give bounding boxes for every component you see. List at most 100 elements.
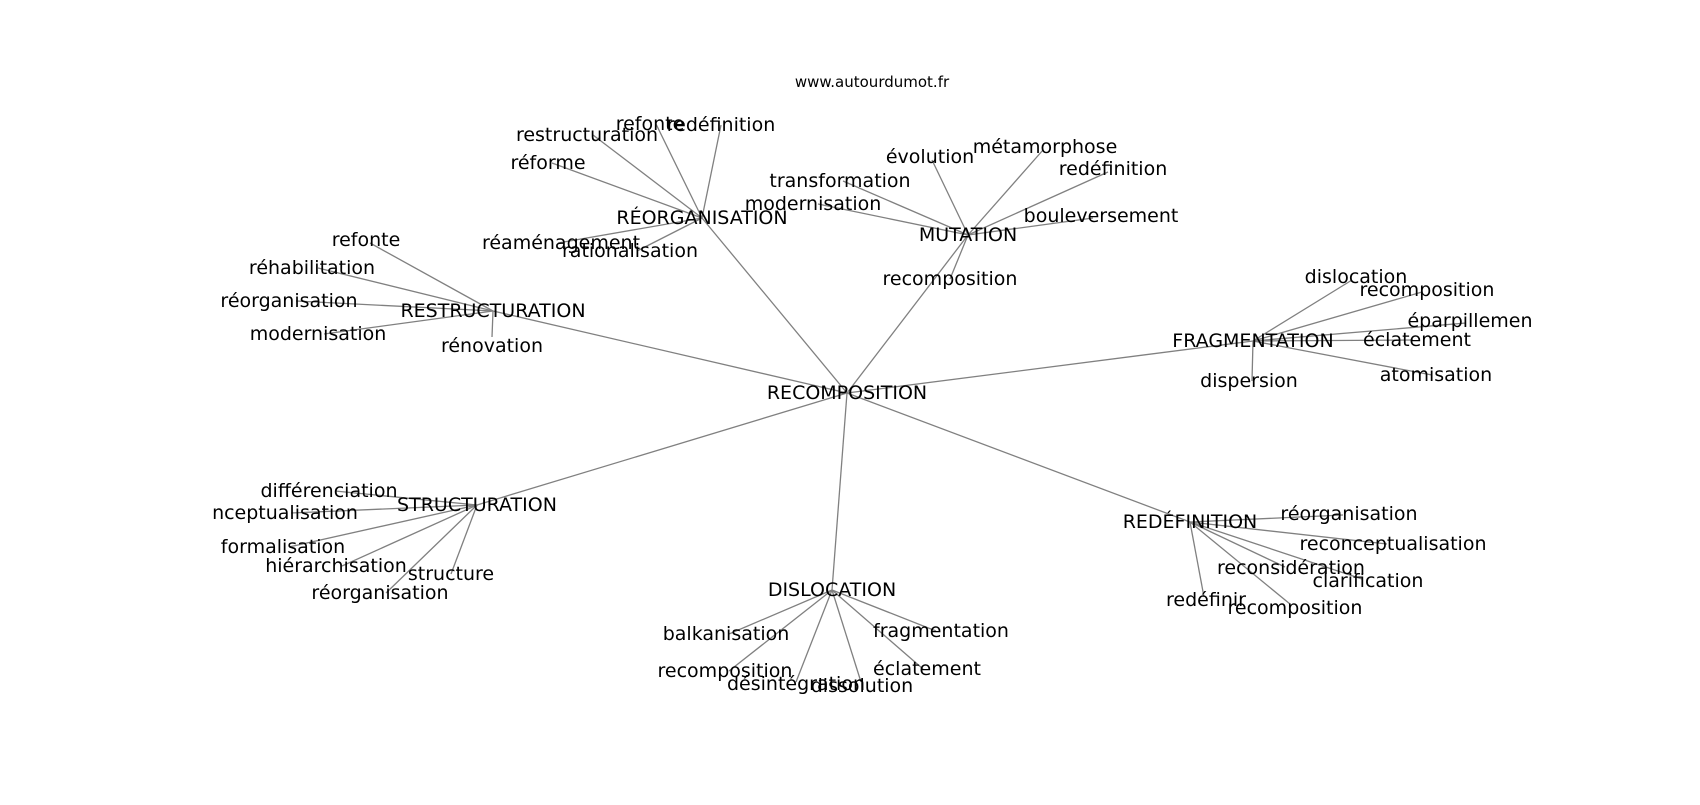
- leaf-word-label[interactable]: réorganisation: [1280, 503, 1417, 525]
- leaf-word-label[interactable]: redéfinir: [1166, 589, 1246, 611]
- edge-redefinition-leaf: [1189, 521, 1205, 598]
- leaf-word-label[interactable]: dislocation: [1305, 266, 1408, 288]
- edge-structuration-leaf: [341, 504, 478, 567]
- edge-reorganisation-leaf: [551, 162, 703, 219]
- edge-restructuration-leaf: [317, 267, 494, 312]
- leaf-word-label[interactable]: bouleversement: [1024, 205, 1179, 227]
- edge-center-reorganisation: [701, 217, 848, 394]
- edge-redefinition-leaf: [1189, 521, 1363, 580]
- edge-reorganisation-leaf: [557, 217, 703, 244]
- hub-node-label-dislocation[interactable]: DISLOCATION: [768, 579, 896, 601]
- leaf-word-label[interactable]: structure: [408, 563, 494, 585]
- edge-structuration-leaf: [334, 490, 478, 506]
- leaf-word-label[interactable]: reconsidération: [1217, 557, 1365, 579]
- labels-layer: RECOMPOSITION RÉORGANISATION restructurati…: [212, 113, 1532, 697]
- leaf-word-label[interactable]: éclatement: [1363, 329, 1471, 351]
- edge-center-dislocation: [831, 392, 848, 591]
- edge-dislocation-leaf: [795, 589, 833, 683]
- leaf-word-label[interactable]: éclatement: [873, 658, 981, 680]
- leaf-word-label[interactable]: éparpillemen: [1407, 310, 1532, 332]
- edge-dislocation-leaf: [728, 589, 833, 672]
- leaf-word-label[interactable]: réhabilitation: [249, 257, 375, 279]
- edge-structuration-leaf: [288, 504, 478, 548]
- hub-node-label-mutation[interactable]: MUTATION: [919, 224, 1017, 246]
- edge-fragmentation-leaf: [1252, 339, 1414, 342]
- edge-mutation-leaf: [967, 217, 1094, 236]
- leaf-word-label[interactable]: dissolution: [811, 675, 913, 697]
- leaf-word-label[interactable]: recomposition: [1228, 597, 1363, 619]
- leaf-word-label[interactable]: évolution: [886, 146, 974, 168]
- edge-restructuration-leaf: [323, 310, 494, 335]
- edges-layer: [288, 123, 1467, 683]
- edge-structuration-leaf: [450, 504, 478, 575]
- edge-mutation-leaf: [931, 159, 969, 236]
- edge-fragmentation-leaf: [1251, 340, 1254, 382]
- leaf-word-label[interactable]: réforme: [510, 152, 585, 174]
- leaf-word-label[interactable]: différenciation: [260, 480, 397, 502]
- site-url[interactable]: www.autourdumot.fr: [795, 73, 950, 91]
- leaf-word-label[interactable]: hiérarchisation: [265, 555, 407, 577]
- hub-node-label-restructuration[interactable]: RESTRUCTURATION: [400, 300, 585, 322]
- edge-mutation-leaf: [967, 171, 1109, 236]
- edge-center-restructuration: [492, 310, 848, 394]
- edge-center-structuration: [476, 392, 848, 506]
- edge-restructuration-leaf: [369, 242, 494, 312]
- leaf-word-label[interactable]: balkanisation: [663, 623, 790, 645]
- edge-dislocation-leaf: [831, 589, 862, 683]
- leaf-word-label[interactable]: fragmentation: [873, 620, 1009, 642]
- edge-reorganisation-leaf: [592, 134, 703, 219]
- leaf-word-label[interactable]: désintégration: [727, 673, 865, 695]
- edge-redefinition-leaf: [1189, 514, 1344, 523]
- leaf-word-label[interactable]: atomisation: [1380, 364, 1492, 386]
- edge-mutation-leaf: [842, 180, 969, 236]
- hub-node-label-fragmentation[interactable]: FRAGMENTATION: [1172, 330, 1333, 352]
- edge-reorganisation-leaf: [655, 123, 703, 219]
- leaf-word-label[interactable]: modernisation: [745, 193, 882, 215]
- leaf-word-label[interactable]: réaménagement: [482, 232, 640, 254]
- edge-mutation-leaf: [967, 149, 1044, 236]
- leaf-word-label[interactable]: recomposition: [883, 268, 1018, 290]
- leaf-word-label[interactable]: nceptualisation: [212, 502, 358, 524]
- leaf-word-label[interactable]: réorganisation: [311, 582, 448, 604]
- edge-dislocation-leaf: [728, 589, 833, 635]
- hub-node-label-structuration[interactable]: STRUCTURATION: [397, 494, 557, 516]
- edge-center-mutation: [846, 234, 969, 394]
- leaf-word-label[interactable]: réorganisation: [220, 290, 357, 312]
- edge-restructuration-leaf: [295, 300, 494, 312]
- leaf-word-label[interactable]: recomposition: [1360, 279, 1495, 301]
- edge-mutation-leaf: [949, 234, 969, 280]
- leaf-word-label[interactable]: transformation: [769, 170, 910, 192]
- leaf-word-label[interactable]: restructuration: [516, 124, 658, 146]
- leaf-word-label[interactable]: redéfinition: [667, 114, 776, 136]
- leaf-word-label[interactable]: clarification: [1313, 570, 1424, 592]
- leaf-word-label[interactable]: formalisation: [221, 536, 345, 558]
- edge-redefinition-leaf: [1189, 521, 1286, 568]
- edge-fragmentation-leaf: [1252, 340, 1433, 376]
- leaf-word-label[interactable]: rénovation: [441, 335, 543, 357]
- edge-redefinition-leaf: [1189, 521, 1291, 605]
- edge-center-fragmentation: [846, 340, 1254, 394]
- leaf-word-label[interactable]: dispersion: [1200, 370, 1298, 392]
- leaf-word-label[interactable]: refonte: [332, 229, 401, 251]
- center-node-label[interactable]: RECOMPOSITION: [767, 382, 927, 404]
- edge-fragmentation-leaf: [1252, 322, 1467, 342]
- hub-node-label-redefinition[interactable]: REDÉFINITION: [1123, 510, 1258, 533]
- edge-dislocation-leaf: [831, 589, 924, 670]
- hub-node-label-reorganisation[interactable]: RÉORGANISATION: [616, 206, 787, 229]
- edge-mutation-leaf: [817, 203, 969, 236]
- edge-structuration-leaf: [290, 504, 478, 514]
- leaf-word-label[interactable]: métamorphose: [973, 136, 1118, 158]
- edge-dislocation-leaf: [831, 589, 937, 632]
- edge-reorganisation-leaf: [636, 217, 703, 252]
- leaf-word-label[interactable]: redéfinition: [1059, 158, 1168, 180]
- edge-fragmentation-leaf: [1252, 279, 1353, 342]
- edge-structuration-leaf: [385, 504, 478, 594]
- edge-reorganisation-leaf: [701, 124, 722, 219]
- leaf-word-label[interactable]: rationalisation: [562, 240, 698, 262]
- leaf-word-label[interactable]: reconceptualisation: [1299, 533, 1486, 555]
- leaf-word-label[interactable]: modernisation: [250, 323, 387, 345]
- leaf-word-label[interactable]: recomposition: [658, 660, 793, 682]
- leaf-word-label[interactable]: refonte: [616, 113, 685, 135]
